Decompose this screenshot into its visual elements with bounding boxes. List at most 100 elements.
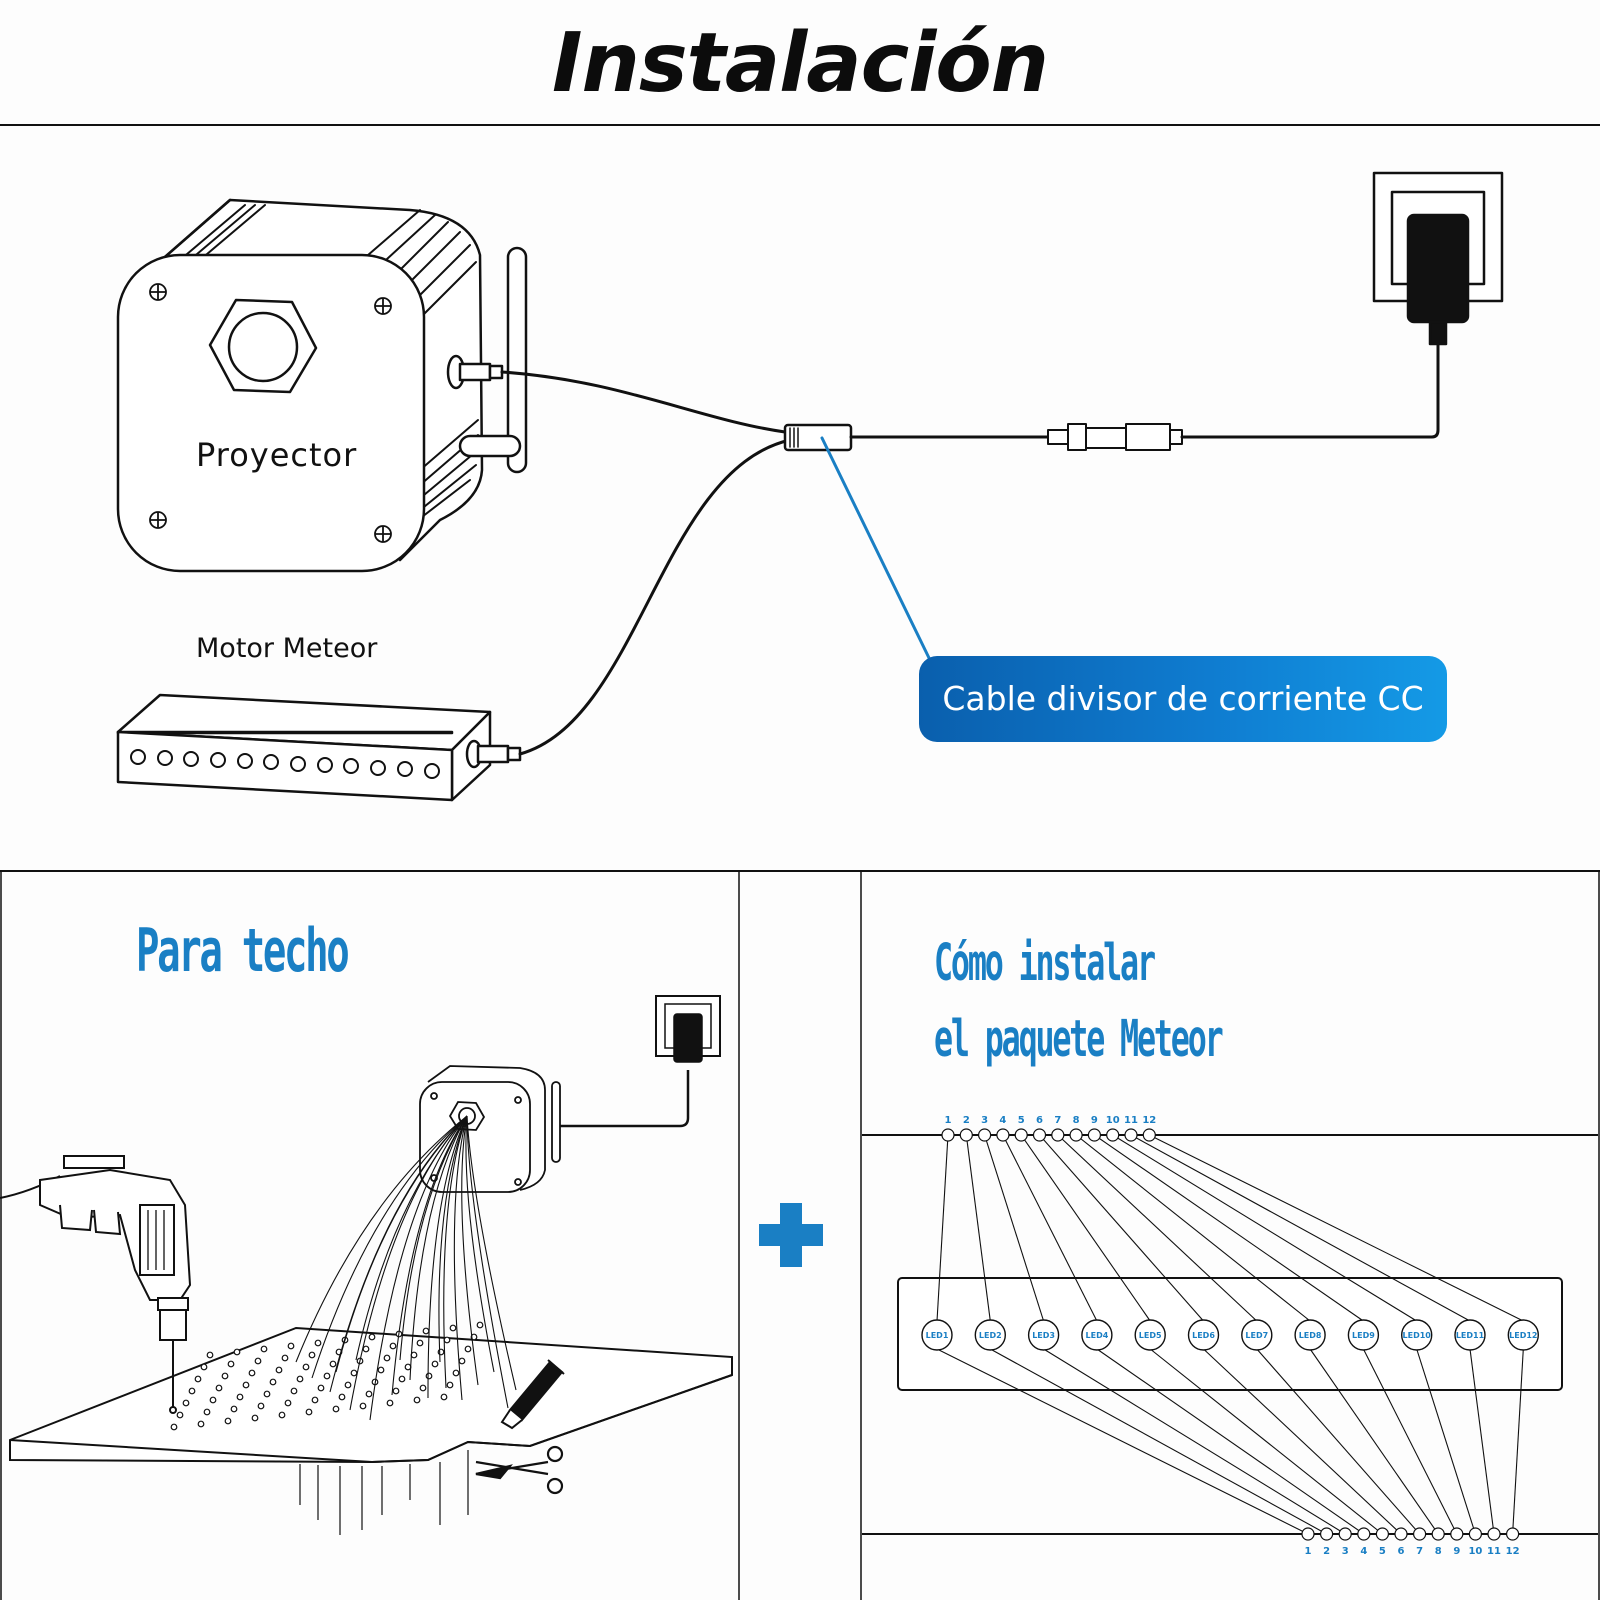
- led-circle: [1241, 1319, 1273, 1351]
- fiber-hole: [996, 1128, 1010, 1142]
- wire-top: [1112, 1134, 1417, 1322]
- top-number: 11: [1124, 1115, 1138, 1126]
- bottom-number: 11: [1487, 1546, 1501, 1557]
- power-adapter-icon: [1372, 171, 1504, 346]
- board-hole: [419, 1384, 427, 1392]
- bottom-number: 3: [1342, 1546, 1349, 1557]
- led-label: LED10: [1403, 1331, 1432, 1340]
- board-hole: [302, 1363, 310, 1371]
- board-hole: [257, 1402, 265, 1410]
- top-number: 3: [981, 1115, 988, 1126]
- wire-top: [1075, 1134, 1311, 1322]
- fiber-strand: [466, 1115, 517, 1391]
- board-hole: [224, 1417, 232, 1425]
- fiber-hole: [1394, 1527, 1408, 1541]
- board-hole: [263, 1390, 271, 1398]
- board-hole: [209, 1396, 217, 1404]
- wire-top: [965, 1134, 991, 1322]
- led-label: LED11: [1456, 1331, 1485, 1340]
- mini-projector: [419, 1065, 561, 1193]
- board-hole: [452, 1369, 460, 1377]
- board-hole: [440, 1393, 448, 1401]
- wire-bottom: [936, 1348, 1309, 1535]
- led-label: LED6: [1192, 1331, 1215, 1340]
- led-circle: [1027, 1319, 1060, 1351]
- board-hole: [476, 1321, 484, 1329]
- fiber-hole: [1431, 1527, 1445, 1541]
- board-hole: [194, 1375, 202, 1383]
- board-hole: [251, 1414, 259, 1422]
- led-circle: [1347, 1319, 1380, 1351]
- bottom-number: 5: [1379, 1546, 1386, 1557]
- board-hole: [197, 1420, 205, 1428]
- board-hole: [458, 1357, 466, 1365]
- projector-label: Proyector: [196, 436, 358, 474]
- top-number: 12: [1142, 1115, 1156, 1126]
- led-label: LED5: [1139, 1331, 1162, 1340]
- glue-tube-icon: [500, 1359, 565, 1430]
- board-hole: [176, 1411, 184, 1419]
- board-hole: [422, 1327, 430, 1335]
- board-hole: [449, 1324, 457, 1332]
- fiber-hole: [959, 1128, 973, 1142]
- board-hole: [188, 1387, 196, 1395]
- board-hole: [470, 1333, 478, 1341]
- fiber-hole: [1450, 1527, 1464, 1541]
- wire-top: [1149, 1134, 1524, 1322]
- fiber-strand: [443, 1115, 468, 1389]
- top-number: 7: [1054, 1115, 1061, 1126]
- board-hole: [443, 1336, 451, 1344]
- fiber-strand: [427, 1115, 468, 1399]
- plus-icon: [759, 1203, 823, 1267]
- led-circle: [1507, 1319, 1540, 1351]
- fiber-hole: [1505, 1527, 1520, 1541]
- bottom-number: 8: [1435, 1546, 1442, 1557]
- board-hole: [314, 1339, 322, 1347]
- fiber-strand: [409, 1115, 468, 1381]
- wire-bottom: [1416, 1348, 1476, 1535]
- board-hole: [392, 1387, 400, 1395]
- board-hole: [284, 1399, 292, 1407]
- board-hole: [203, 1408, 211, 1416]
- bottom-number: 2: [1323, 1546, 1330, 1557]
- board-hole: [362, 1345, 370, 1353]
- board-hole: [431, 1360, 439, 1368]
- fiber-hole: [1375, 1527, 1390, 1541]
- board-hole: [425, 1372, 433, 1380]
- fiber-hole: [1069, 1128, 1083, 1142]
- fiber-hole: [1106, 1128, 1120, 1142]
- fiber-strand: [311, 1115, 468, 1379]
- board-hole: [227, 1360, 235, 1368]
- dc-connector: [1047, 423, 1183, 451]
- board-hole: [275, 1366, 283, 1374]
- led-circle: [1454, 1319, 1486, 1351]
- fiber-strand: [355, 1115, 468, 1361]
- board-hole: [221, 1372, 229, 1380]
- board-hole: [386, 1399, 394, 1407]
- led-circle: [974, 1319, 1006, 1351]
- fiber-strand: [465, 1115, 495, 1373]
- led-wires: [936, 1134, 1524, 1535]
- fiber-strand: [295, 1115, 468, 1363]
- bottom-number: 6: [1398, 1546, 1405, 1557]
- wire-top: [1020, 1134, 1151, 1322]
- drill-icon: [0, 1155, 192, 1414]
- board-hole: [338, 1393, 346, 1401]
- led-circle: [1400, 1319, 1433, 1351]
- wire-top: [936, 1134, 949, 1322]
- top-number: 6: [1036, 1115, 1043, 1126]
- fiber-hole: [1014, 1128, 1028, 1142]
- top-number: 9: [1091, 1115, 1098, 1126]
- board-hole: [215, 1384, 223, 1392]
- top-number: 4: [999, 1115, 1006, 1126]
- board-hole: [368, 1333, 376, 1341]
- board-hole: [281, 1354, 289, 1362]
- wire-bottom: [1362, 1348, 1458, 1535]
- fiber-strands: [295, 1115, 517, 1421]
- board-hole: [296, 1375, 304, 1383]
- board-hole: [278, 1411, 286, 1419]
- board-hole: [365, 1390, 373, 1398]
- board-hole: [230, 1405, 238, 1413]
- led-label: LED1: [926, 1331, 949, 1340]
